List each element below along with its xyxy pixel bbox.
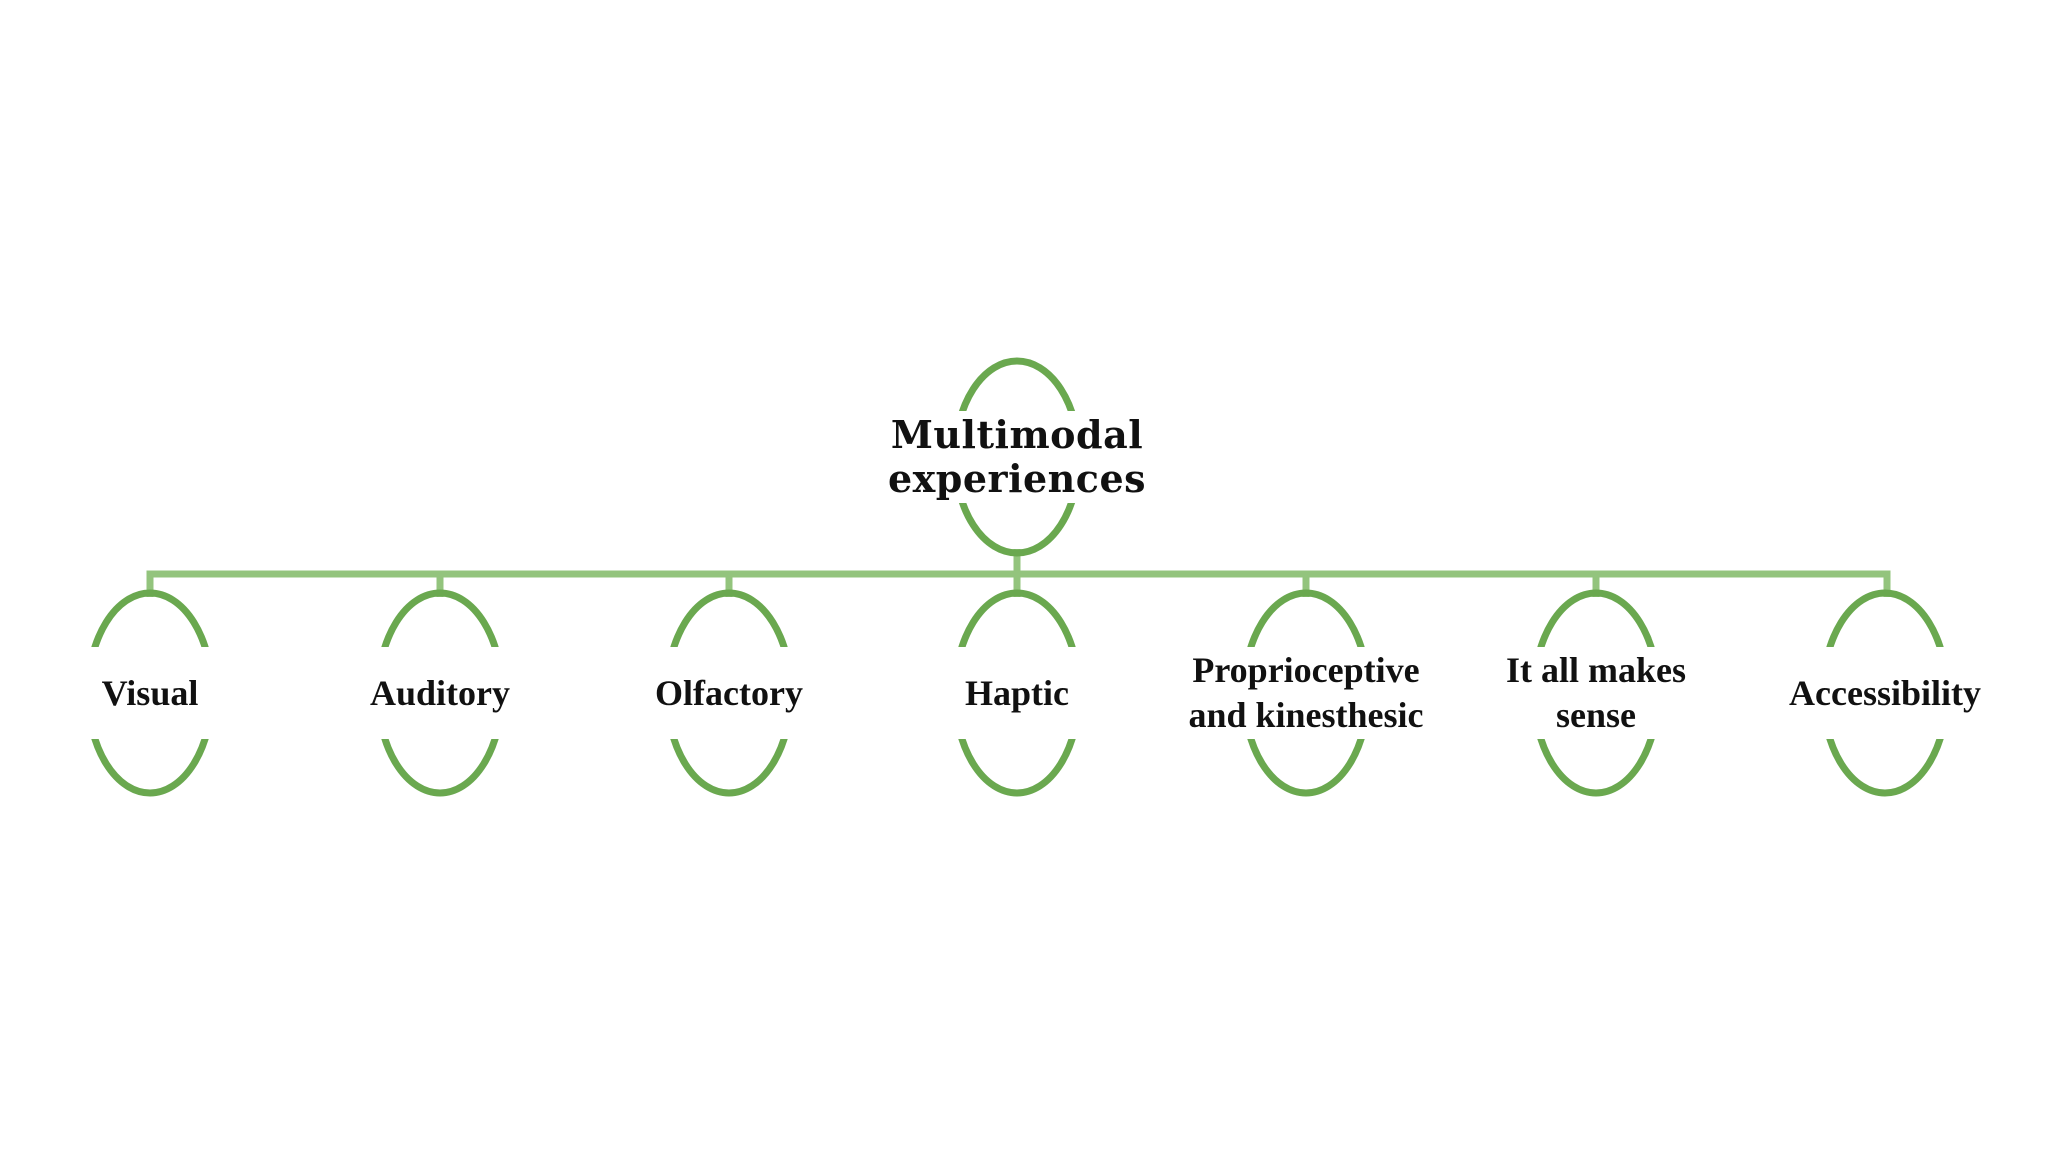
node-label-accessibility: Accessibility — [1775, 647, 1995, 739]
node-label-olfactory: Olfactory — [641, 647, 817, 739]
node-label-auditory: Auditory — [354, 647, 526, 739]
root-node-label: Multimodal experiences — [873, 411, 1161, 503]
node-label-visual: Visual — [64, 647, 236, 739]
node-label-it-all-makes-sense: It all makes sense — [1492, 647, 1700, 739]
node-label-haptic: Haptic — [931, 647, 1103, 739]
node-label-proprioceptive: Proprioceptive and kinesthesic — [1174, 647, 1438, 739]
